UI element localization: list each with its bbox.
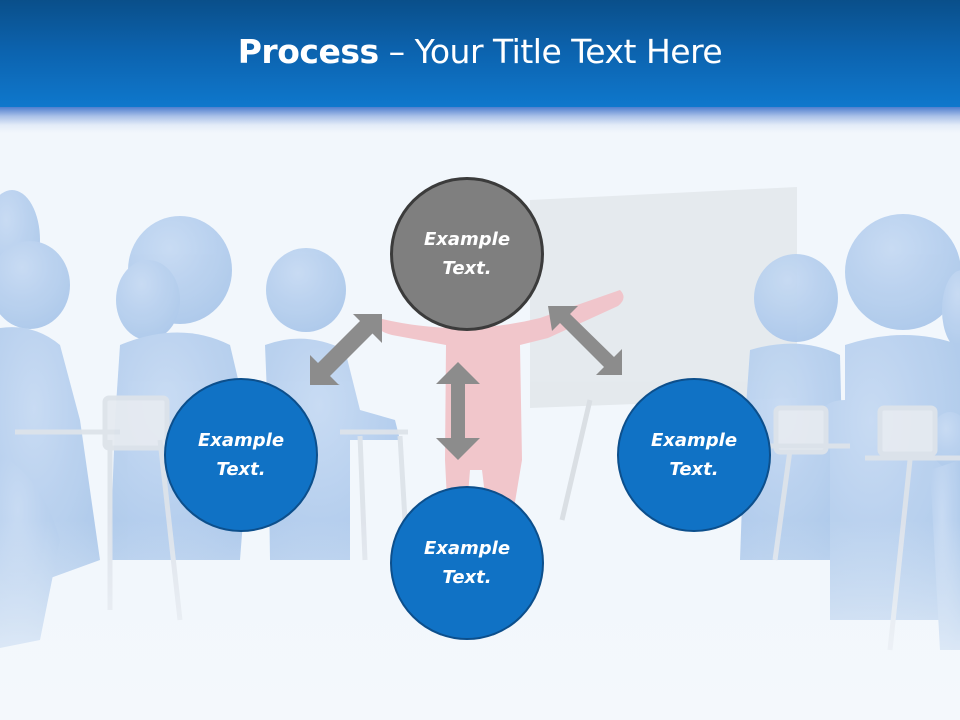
left-node-line1: Example — [197, 430, 285, 451]
bottom-node-circle[interactable]: Example Text. — [390, 486, 544, 640]
center-node-circle[interactable]: Example Text. — [390, 177, 544, 331]
center-node-line1: Example — [423, 229, 511, 250]
left-node-circle[interactable]: Example Text. — [164, 378, 318, 532]
right-node-circle[interactable]: Example Text. — [617, 378, 771, 532]
bottom-node-line1: Example — [423, 538, 511, 559]
right-node-line2: Text. — [669, 459, 719, 480]
title-regular-text: – Your Title Text Here — [378, 32, 723, 71]
title-bar — [0, 0, 960, 108]
left-node-line2: Text. — [216, 459, 266, 480]
right-node-line1: Example — [650, 430, 738, 451]
title-bar-fade — [0, 107, 960, 133]
slide-title[interactable]: Process – Your Title Text Here — [0, 30, 960, 74]
bottom-node-line2: Text. — [442, 567, 492, 588]
title-bold-text: Process — [237, 32, 379, 71]
center-node-line2: Text. — [442, 258, 492, 279]
presenter-figure-image — [376, 290, 624, 520]
